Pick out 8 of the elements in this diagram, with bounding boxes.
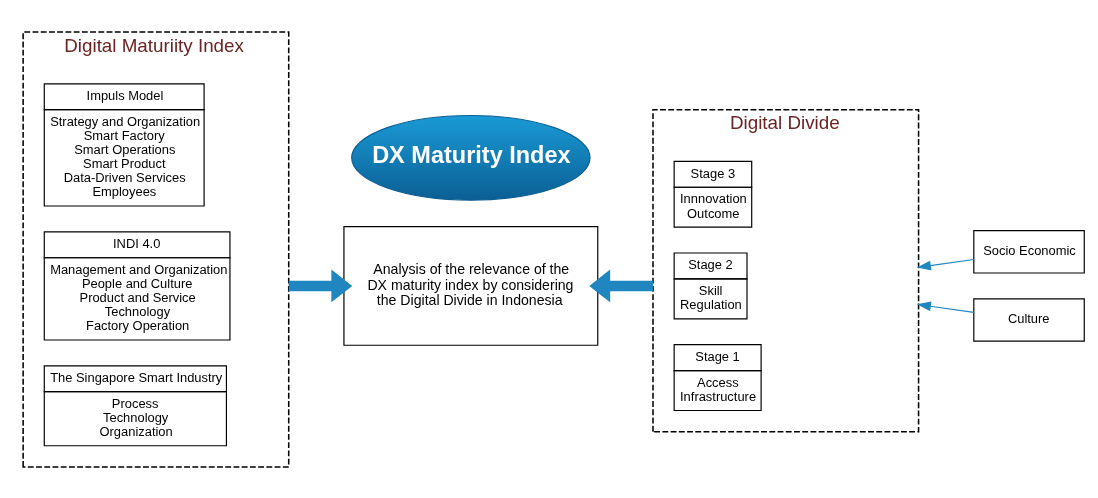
- node-box: Socio Economic: [973, 229, 1085, 274]
- node-ellipse: DX Maturity Index: [351, 114, 591, 201]
- arrow: [916, 300, 975, 313]
- arrow: [288, 268, 353, 302]
- node-box: Culture: [973, 297, 1085, 342]
- arrow: [589, 268, 653, 302]
- arrow: [916, 258, 975, 270]
- node-box: Analysis of the relevance of the DX maturity index by considering the Digital Divide in Indonesia: [343, 225, 599, 346]
